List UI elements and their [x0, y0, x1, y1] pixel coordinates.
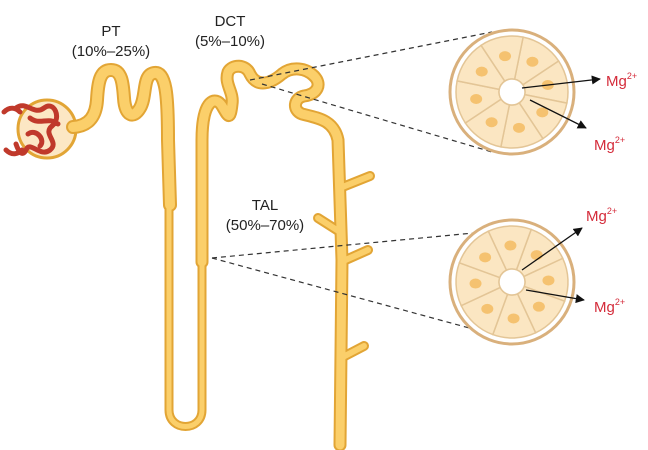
cell-nucleus: [499, 51, 511, 61]
mg-symbol: Mg: [594, 137, 615, 154]
mg-charge: 2+: [607, 206, 617, 216]
cell-nucleus: [533, 302, 545, 312]
mg-charge: 2+: [615, 135, 625, 145]
mg-charge: 2+: [627, 71, 637, 81]
cell-nucleus: [476, 67, 488, 77]
mg-label-tal-upper: Mg2+: [586, 206, 617, 225]
mg-symbol: Mg: [586, 208, 607, 225]
mg-label-dct-lower: Mg2+: [594, 135, 625, 154]
tal-percent-label: (50%–70%): [226, 217, 304, 234]
cell-nucleus: [470, 94, 482, 104]
cell-nucleus: [479, 252, 491, 262]
afferent-arteriole: [4, 108, 20, 112]
tal-label: TAL: [252, 197, 278, 214]
mg-charge: 2+: [615, 297, 625, 307]
cell-nucleus: [486, 117, 498, 127]
mg-label-dct-upper: Mg2+: [606, 71, 637, 90]
cell-nucleus: [526, 57, 538, 67]
cell-nucleus: [531, 250, 543, 260]
dct-percent-label: (5%–10%): [195, 33, 265, 50]
cell-nucleus: [481, 304, 493, 314]
tal-lumen: [499, 269, 525, 295]
cell-nucleus: [504, 241, 516, 251]
pt-percent-label: (10%–25%): [72, 43, 150, 60]
glomerulus: [4, 100, 76, 158]
cell-nucleus: [470, 279, 482, 289]
pt-label: PT: [101, 23, 120, 40]
tal-cross-section: [450, 220, 574, 344]
tubule-fill: [73, 66, 370, 445]
mg-symbol: Mg: [606, 73, 627, 90]
cell-nucleus: [508, 313, 520, 323]
mg-symbol: Mg: [594, 299, 615, 316]
cell-nucleus: [513, 123, 525, 133]
efferent-arteriole: [6, 150, 22, 154]
dct-lumen: [499, 79, 525, 105]
proximal-tubule: [73, 70, 170, 205]
dct-label: DCT: [215, 13, 246, 30]
dct-cross-section: [450, 30, 574, 154]
cell-nucleus: [542, 275, 554, 285]
mg-label-tal-lower: Mg2+: [594, 297, 625, 316]
